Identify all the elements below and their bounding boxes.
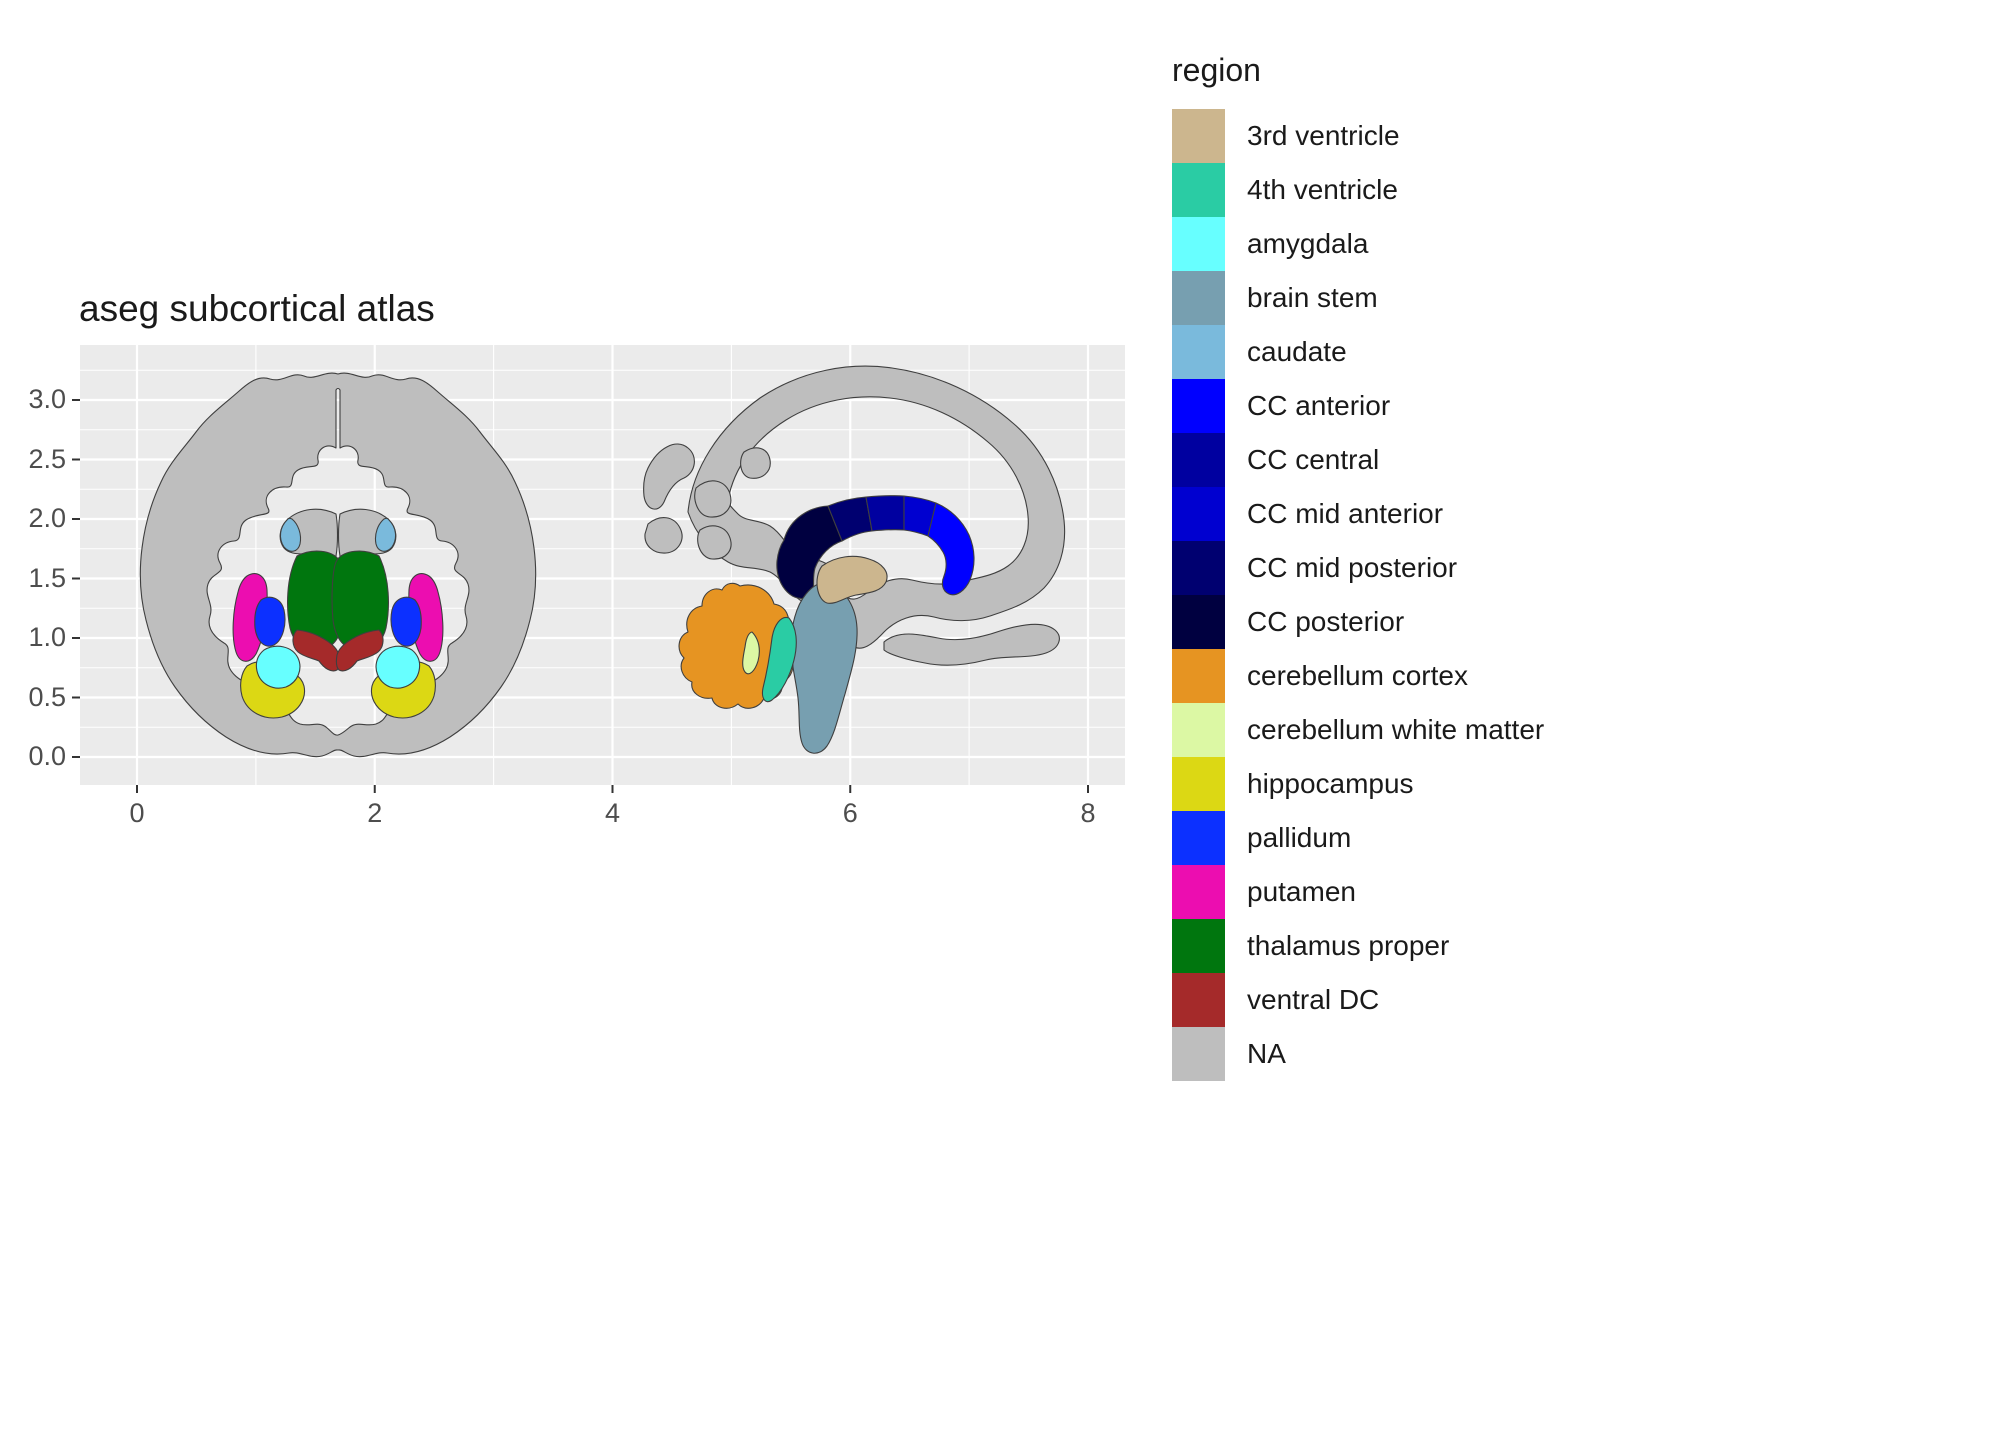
sagittal-brain-stem xyxy=(790,582,858,754)
legend-items: 3rd ventricle 4th ventricle amygdala brain … xyxy=(1172,109,1544,1081)
coronal-cortex xyxy=(139,372,537,758)
coronal-caudate-right xyxy=(374,517,397,552)
legend-label: thalamus proper xyxy=(1247,930,1450,961)
sagittal-occipital-fold-4 xyxy=(697,525,732,560)
legend-label: brain stem xyxy=(1247,282,1378,313)
coronal-amygdala-right xyxy=(375,645,421,689)
legend-item-cc-posterior: CC posterior xyxy=(1172,595,1544,649)
sagittal-fourth-ventricle xyxy=(761,616,797,703)
legend-item-4th-ventricle: 4th ventricle xyxy=(1172,163,1544,217)
legend-item-ventral-dc: ventral DC xyxy=(1172,973,1544,1027)
legend-item-cc-anterior: CC anterior xyxy=(1172,379,1544,433)
legend-item-caudate: caudate xyxy=(1172,325,1544,379)
legend-swatch xyxy=(1172,649,1225,703)
legend-item-3rd-ventricle: 3rd ventricle xyxy=(1172,109,1544,163)
legend-item-hippocampus: hippocampus xyxy=(1172,757,1544,811)
legend-item-thalamus-proper: thalamus proper xyxy=(1172,919,1544,973)
legend-swatch xyxy=(1172,865,1225,919)
coronal-ventral-dc-right xyxy=(335,629,384,672)
coronal-pallidum-left xyxy=(254,596,286,647)
legend-swatch xyxy=(1172,109,1225,163)
legend-label: NA xyxy=(1247,1038,1286,1069)
legend-label: CC mid anterior xyxy=(1247,498,1444,529)
legend-label: cerebellum cortex xyxy=(1247,660,1468,691)
legend-swatch xyxy=(1172,595,1225,649)
legend-label: CC posterior xyxy=(1247,606,1405,637)
legend-item-cc-mid-posterior: CC mid posterior xyxy=(1172,541,1544,595)
legend-label: pallidum xyxy=(1247,822,1352,853)
legend-swatch xyxy=(1172,487,1225,541)
legend-item-putamen: putamen xyxy=(1172,865,1544,919)
legend-swatch xyxy=(1172,541,1225,595)
legend-swatch xyxy=(1172,1027,1225,1081)
sagittal-cc-posterior xyxy=(776,505,843,600)
legend-label: CC mid posterior xyxy=(1247,552,1458,583)
axis-tick-marks xyxy=(72,399,1089,793)
legend-label: CC central xyxy=(1247,444,1380,475)
legend-item-cc-mid-anterior: CC mid anterior xyxy=(1172,487,1544,541)
legend-label: hippocampus xyxy=(1247,768,1414,799)
coronal-amygdala-left xyxy=(255,645,301,689)
legend-item-cerebellum-white-matter: cerebellum white matter xyxy=(1172,703,1544,757)
sagittal-occipital-fold-5 xyxy=(740,447,771,479)
coronal-slice xyxy=(139,372,537,758)
legend-swatch xyxy=(1172,379,1225,433)
sagittal-slice xyxy=(643,365,1066,754)
legend-swatch xyxy=(1172,433,1225,487)
coronal-ventral-dc-left xyxy=(292,629,341,672)
sagittal-occipital-fold-1 xyxy=(643,443,695,510)
legend-swatch xyxy=(1172,703,1225,757)
legend-swatch xyxy=(1172,217,1225,271)
legend-label: caudate xyxy=(1247,336,1347,367)
sagittal-occipital-fold-2 xyxy=(644,517,683,554)
coronal-caudate-left xyxy=(279,517,302,552)
legend-label: 4th ventricle xyxy=(1247,174,1398,205)
legend-label: ventral DC xyxy=(1247,984,1380,1015)
coronal-thalamus-left xyxy=(287,550,345,651)
legend-label: 3rd ventricle xyxy=(1247,120,1400,151)
legend-item-cc-central: CC central xyxy=(1172,433,1544,487)
sagittal-temporal-band xyxy=(883,623,1060,666)
coronal-thalamus-right xyxy=(331,550,389,651)
sagittal-cc-central xyxy=(865,495,905,532)
sagittal-cerebellum-white-matter xyxy=(742,631,760,675)
legend-item-na: NA xyxy=(1172,1027,1544,1081)
plot-area xyxy=(72,345,1125,793)
coronal-pallidum-right xyxy=(390,596,422,647)
legend-swatch xyxy=(1172,271,1225,325)
legend: region 3rd ventricle 4th ventricle amygdal… xyxy=(1172,52,1544,1081)
legend-swatch xyxy=(1172,919,1225,973)
legend-item-cerebellum-cortex: cerebellum cortex xyxy=(1172,649,1544,703)
legend-swatch xyxy=(1172,973,1225,1027)
legend-label: amygdala xyxy=(1247,228,1369,259)
legend-title: region xyxy=(1172,52,1261,88)
plot-title: aseg subcortical atlas xyxy=(79,288,435,329)
legend-swatch xyxy=(1172,811,1225,865)
legend-label: cerebellum white matter xyxy=(1247,714,1545,745)
legend-swatch xyxy=(1172,325,1225,379)
sagittal-occipital-fold-3 xyxy=(694,480,732,518)
legend-swatch xyxy=(1172,163,1225,217)
legend-swatch xyxy=(1172,757,1225,811)
sagittal-third-ventricle xyxy=(816,555,888,604)
legend-label: CC anterior xyxy=(1247,390,1391,421)
legend-label: putamen xyxy=(1247,876,1356,907)
legend-item-brain-stem: brain stem xyxy=(1172,271,1544,325)
sagittal-cc-anterior xyxy=(927,502,975,596)
legend-item-pallidum: pallidum xyxy=(1172,811,1544,865)
legend-item-amygdala: amygdala xyxy=(1172,217,1544,271)
